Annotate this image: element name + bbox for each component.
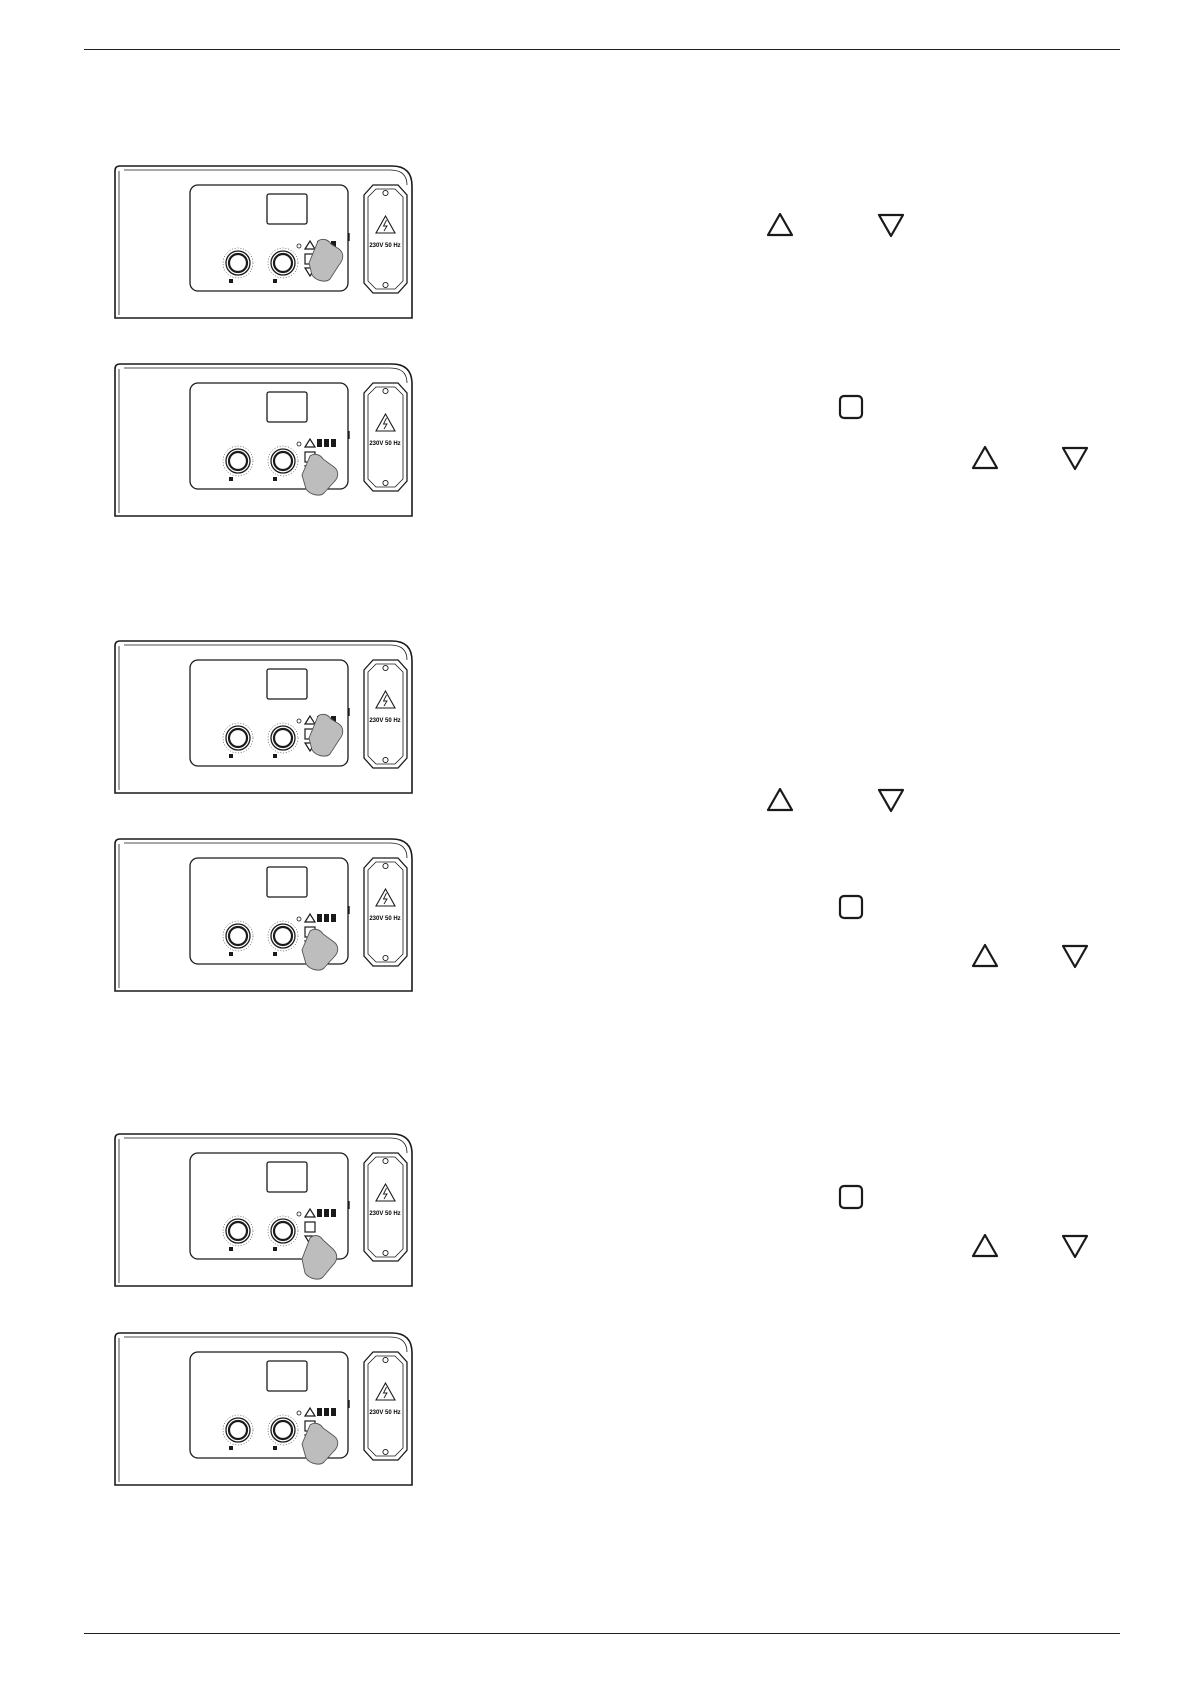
voltage-label: 230V 50 Hz xyxy=(369,1410,400,1416)
voltage-label: 230V 50 Hz xyxy=(369,916,400,922)
mode-square-icon xyxy=(836,1182,866,1212)
down-triangle-icon xyxy=(876,785,906,815)
up-triangle-icon xyxy=(970,1231,1000,1261)
up-triangle-icon xyxy=(765,785,795,815)
device-illustration-5: 230V 50 Hz xyxy=(110,1133,416,1289)
down-triangle-icon xyxy=(1060,941,1090,971)
device-illustration-2: 230V 50 Hz xyxy=(110,363,416,519)
device-illustration-1: 230V 50 Hz xyxy=(110,165,416,321)
device-illustration-4: 230V 50 Hz xyxy=(110,838,416,994)
header-rule xyxy=(84,49,1120,50)
mode-square-icon xyxy=(836,392,866,422)
mode-square-icon xyxy=(836,892,866,922)
footer-rule xyxy=(84,1633,1120,1634)
up-triangle-icon xyxy=(970,443,1000,473)
down-triangle-icon xyxy=(1060,443,1090,473)
down-triangle-icon xyxy=(1060,1231,1090,1261)
up-triangle-icon xyxy=(765,210,795,240)
device-illustration-6: 230V 50 Hz xyxy=(110,1332,416,1488)
voltage-label: 230V 50 Hz xyxy=(369,718,400,724)
voltage-label: 230V 50 Hz xyxy=(369,441,400,447)
voltage-label: 230V 50 Hz xyxy=(369,243,400,249)
voltage-label: 230V 50 Hz xyxy=(369,1211,400,1217)
up-triangle-icon xyxy=(970,941,1000,971)
down-triangle-icon xyxy=(876,210,906,240)
device-illustration-3: 230V 50 Hz xyxy=(110,640,416,796)
